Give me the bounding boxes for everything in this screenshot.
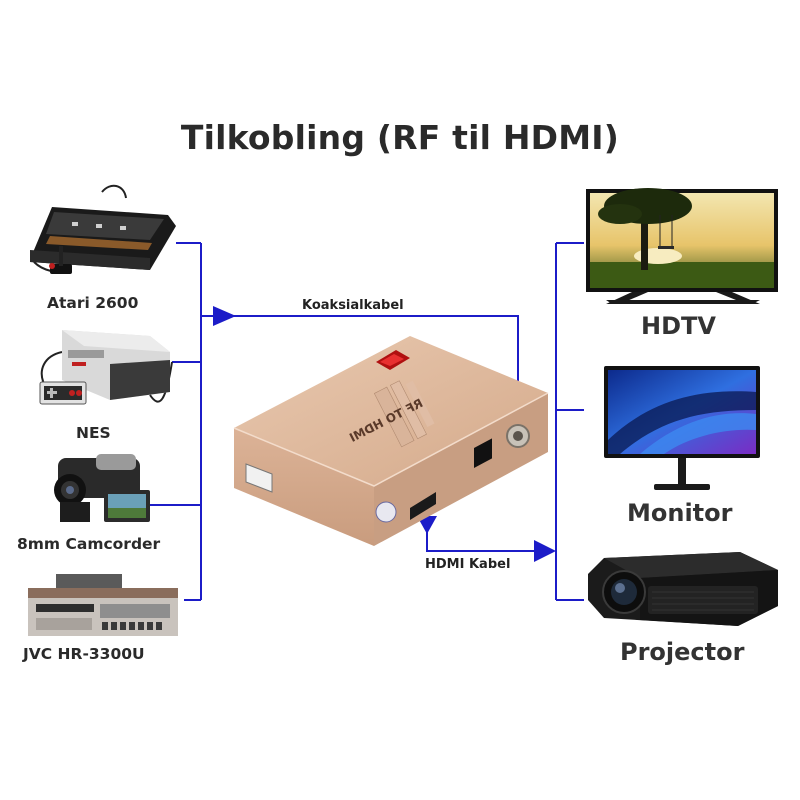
coax-cable-line (201, 315, 519, 392)
source-label-nes: NES (76, 424, 111, 442)
atari-2600-console-icon (30, 184, 176, 274)
monitor-icon (604, 366, 760, 490)
rf-to-hdmi-converter-icon (233, 336, 549, 546)
nes-console-icon (39, 330, 173, 405)
display-label-projector: Projector (620, 638, 745, 666)
display-label-monitor: Monitor (627, 499, 733, 527)
source-label-atari: Atari 2600 (47, 294, 139, 312)
coax-arrow-right (213, 306, 236, 326)
hdmi-arrow-right (534, 540, 556, 562)
hdmi-cable-line (426, 525, 540, 552)
hdtv-icon (586, 188, 778, 304)
diagram-title: Tilkobling (RF til HDMI) (180, 118, 620, 157)
hdmi-cable-label: HDMI Kabel (425, 557, 511, 572)
display-label-hdtv: HDTV (641, 312, 716, 340)
source-label-vcr: JVC HR-3300U (23, 645, 145, 663)
vcr-icon (28, 574, 178, 636)
source-label-camcorder: 8mm Camcorder (17, 535, 161, 553)
camcorder-icon (54, 454, 150, 522)
projector-icon (588, 552, 778, 626)
hdmi-arrow-down (417, 516, 437, 534)
coax-cable-label: Koaksialkabel (302, 298, 404, 313)
